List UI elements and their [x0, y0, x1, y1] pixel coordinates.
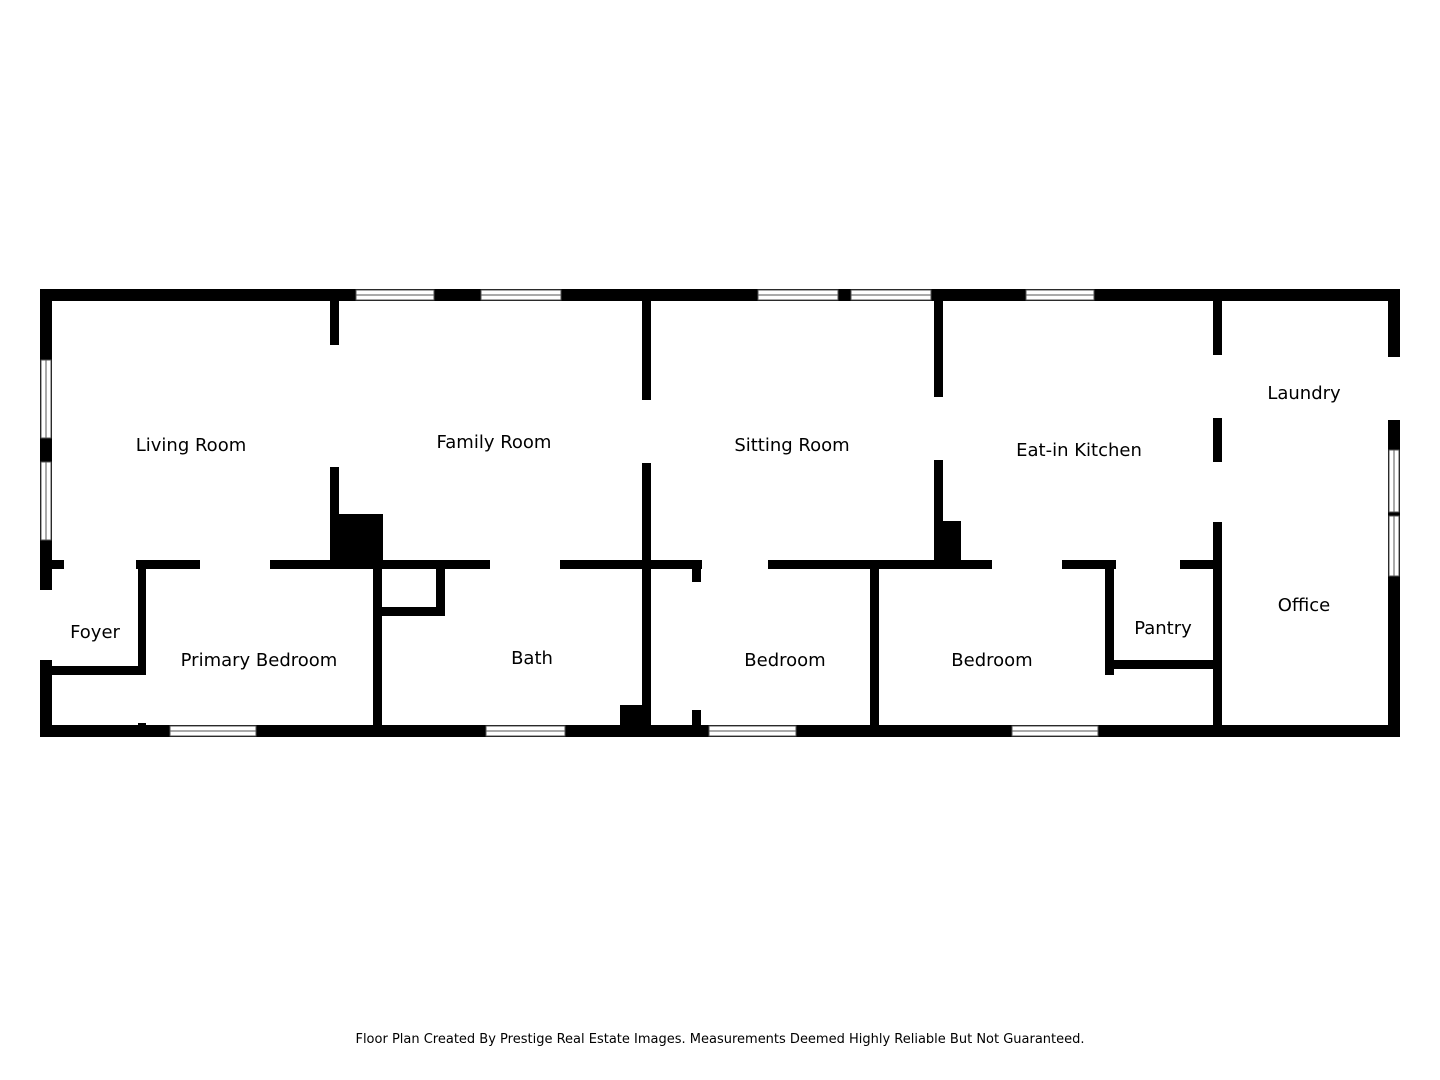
door-opening-living-family — [330, 345, 339, 467]
door-opening-foyer-side — [138, 675, 146, 723]
wall-bath-closet-side — [436, 565, 445, 616]
door-opening-laundry-exterior — [1388, 357, 1400, 420]
door-openings — [40, 345, 1400, 725]
window-bath — [485, 725, 566, 737]
footer-credit: Floor Plan Created By Prestige Real Esta… — [355, 1032, 1085, 1047]
window-family-1 — [355, 289, 435, 301]
window-office-2 — [1388, 515, 1400, 577]
window-office-1 — [1388, 449, 1400, 513]
room-label-eat-in-kitchen: Eat-in Kitchen — [1016, 440, 1142, 461]
window-primary-bedroom — [169, 725, 257, 737]
room-label-living-room: Living Room — [136, 435, 247, 456]
room-label-family-room: Family Room — [437, 432, 552, 453]
window-family-2 — [480, 289, 562, 301]
room-label-office: Office — [1278, 595, 1331, 616]
door-opening-foyer — [64, 560, 136, 569]
wall-foyer-bedroom — [138, 565, 146, 737]
wall-exterior-right — [1388, 289, 1400, 737]
column-block-kitchen — [934, 521, 961, 569]
room-labels: Living Room Family Room Sitting Room Eat… — [70, 383, 1341, 671]
wall-bedroom-pantry — [1105, 565, 1114, 737]
room-label-bedroom-2: Bedroom — [951, 650, 1032, 671]
window-sitting-2 — [850, 289, 932, 301]
door-opening-bath — [490, 560, 560, 569]
door-opening-family-sitting — [642, 400, 651, 463]
room-label-sitting-room: Sitting Room — [734, 435, 849, 456]
column-block-bath — [620, 705, 651, 737]
window-living-1 — [40, 359, 52, 439]
door-opening-kitchen-laundry-1 — [1213, 355, 1222, 418]
wall-pantry-bottom — [1105, 660, 1222, 669]
wall-primary-bath — [373, 565, 382, 737]
door-opening-foyer-exterior — [40, 590, 52, 660]
door-opening-sitting-kitchen — [934, 397, 943, 460]
door-opening-pantry-side — [1105, 675, 1114, 725]
window-living-2 — [40, 461, 52, 541]
door-opening-bedroom-2 — [992, 560, 1062, 569]
room-label-primary-bedroom: Primary Bedroom — [181, 650, 338, 671]
wall-exterior-top — [40, 289, 1400, 301]
door-opening-closet-side — [692, 582, 701, 710]
door-opening-kitchen-laundry-2 — [1213, 462, 1222, 522]
door-opening-closet — [702, 560, 768, 569]
room-label-laundry: Laundry — [1267, 383, 1341, 404]
wall-middle-horizontal — [40, 560, 1216, 569]
windows — [40, 289, 1400, 737]
window-kitchen — [1025, 289, 1095, 301]
room-label-bath: Bath — [511, 648, 553, 669]
wall-family-sitting — [642, 289, 651, 737]
wall-bath-closet — [373, 607, 445, 616]
window-bedroom-2 — [1011, 725, 1099, 737]
wall-foyer-bottom — [40, 666, 146, 675]
room-label-foyer: Foyer — [70, 622, 120, 643]
window-sitting-1 — [757, 289, 839, 301]
door-opening-pantry — [1116, 560, 1180, 569]
window-bedroom-1 — [708, 725, 797, 737]
door-opening-primary-bedroom — [200, 560, 270, 569]
chimney-block-family — [330, 514, 383, 569]
room-label-bedroom-1: Bedroom — [744, 650, 825, 671]
wall-bedroom-bedroom — [870, 565, 879, 737]
room-label-pantry: Pantry — [1134, 618, 1192, 639]
